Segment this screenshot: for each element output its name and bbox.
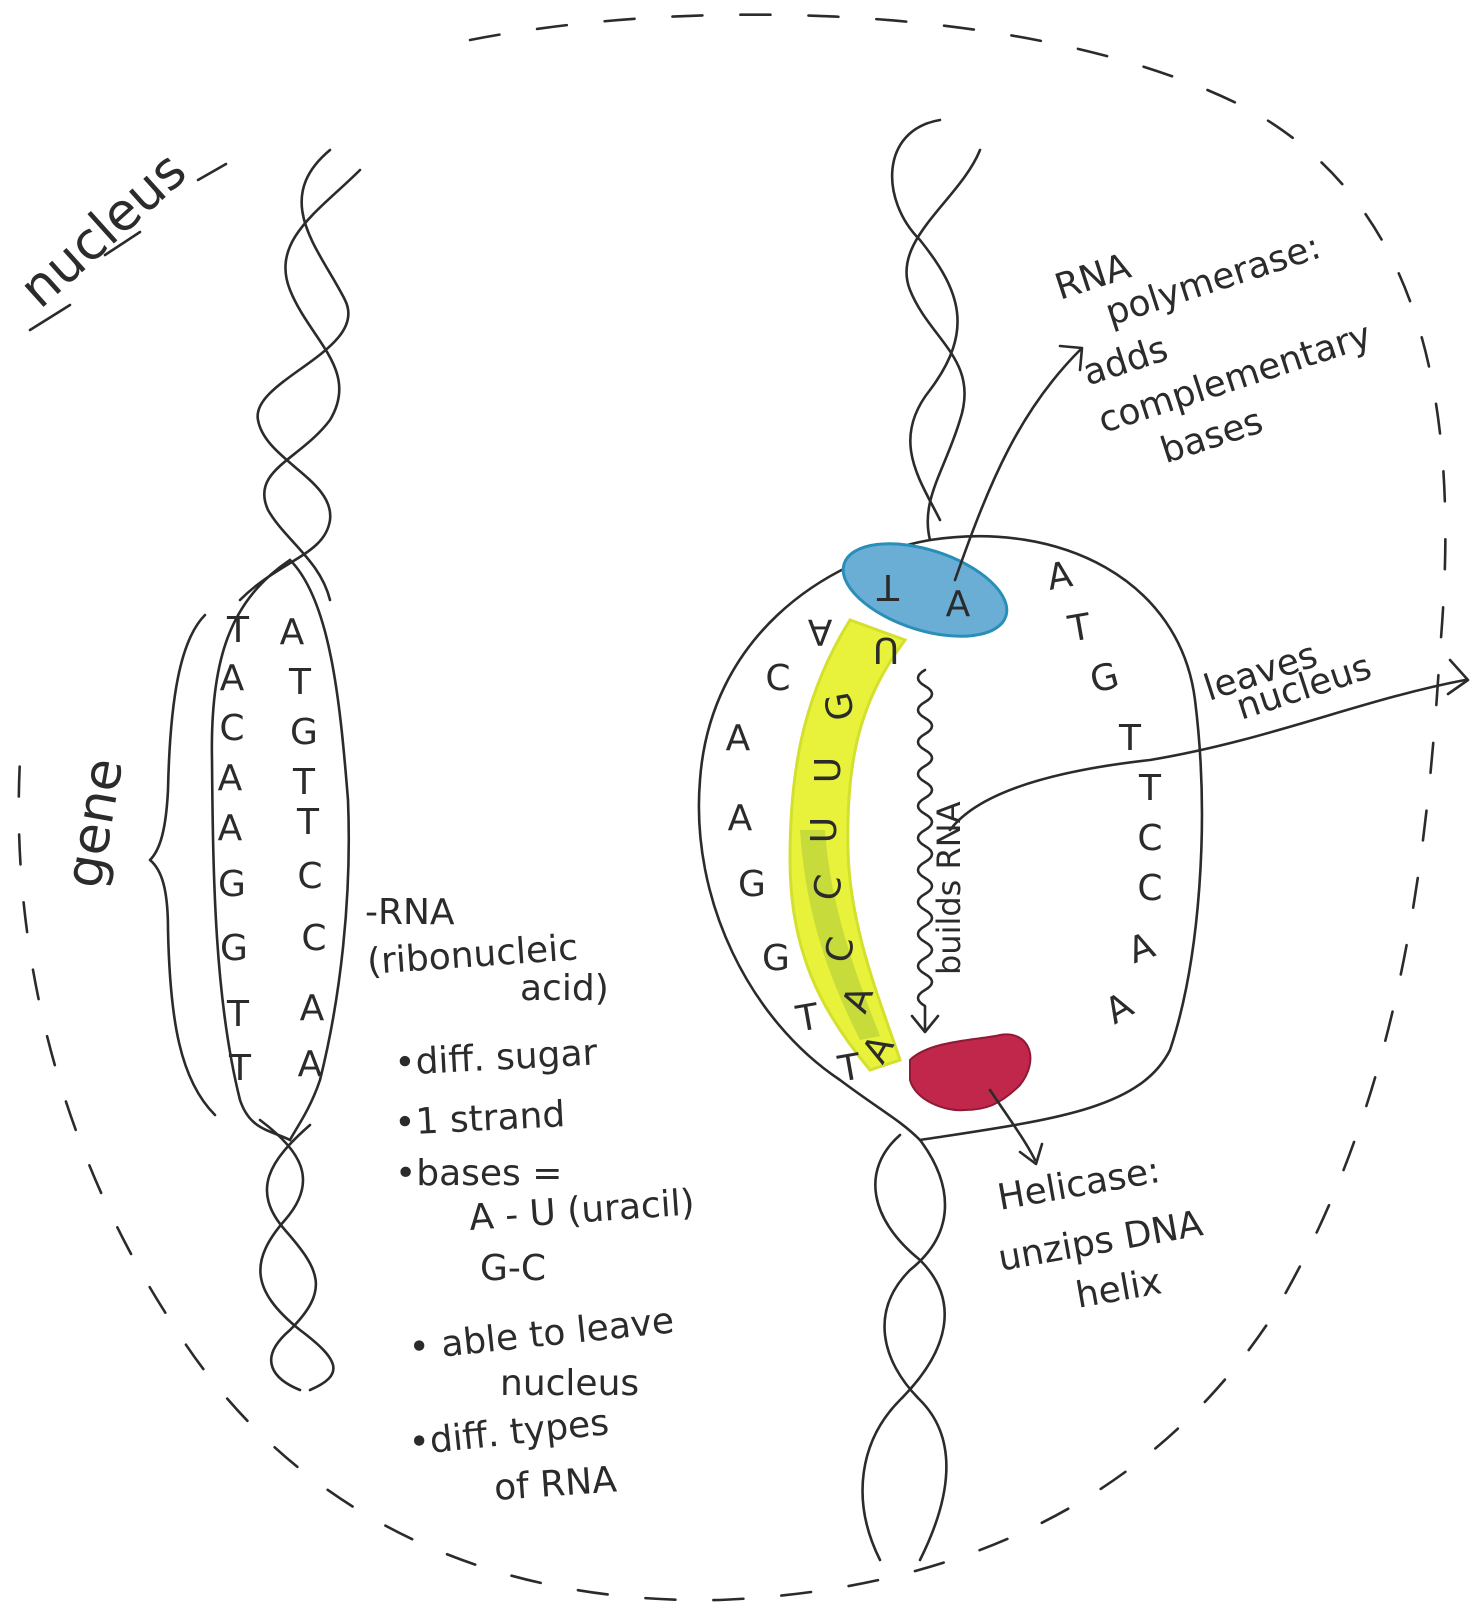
leaves-nucleus-label: leaves nucleus: [1199, 620, 1376, 736]
rna-fact: nucleus: [500, 1363, 639, 1404]
rna-fact: •bases =: [395, 1153, 562, 1194]
left-template-bases: T A C A A G G T T: [218, 610, 252, 1089]
arrow-icon: [1448, 660, 1468, 694]
right-coding-base: C: [1137, 868, 1162, 909]
left-coding-base: A: [280, 612, 305, 653]
helicase-label: Helicase: unzips DNA helix: [985, 1144, 1215, 1329]
svg-text:unzips DNA: unzips DNA: [995, 1203, 1206, 1279]
nucleus-label-tick-1: [198, 164, 226, 180]
svg-text:polymerase:: polymerase:: [1101, 226, 1326, 334]
helicase-enzyme: [910, 1034, 1030, 1110]
left-coding-base: T: [296, 802, 320, 843]
left-coding-base: C: [301, 918, 326, 959]
right-coding-base: T: [1118, 718, 1142, 759]
rna-fact: •diff. sugar: [393, 1032, 598, 1084]
rna-title: -RNA: [365, 892, 455, 933]
rna-fact: G-C: [480, 1248, 546, 1289]
gene-label: gene: [54, 754, 136, 892]
rna-notes: -RNA (ribonucleic acid) •diff. sugar •1 …: [365, 892, 696, 1509]
right-coding-base: T: [1138, 768, 1162, 809]
polymerase-label: RNA polymerase: adds complementary bases: [1050, 182, 1391, 488]
rna-expansion-2: acid): [520, 968, 609, 1009]
polymerase-arrow: [955, 350, 1080, 580]
gene-brace: [150, 615, 215, 1115]
left-template-base: G: [220, 928, 248, 969]
svg-text:Helicase:: Helicase:: [994, 1150, 1163, 1219]
mrna-base: U: [808, 757, 849, 783]
left-template-base: T: [228, 1048, 252, 1089]
left-coding-base: T: [292, 762, 316, 803]
rna-fact: of RNA: [493, 1459, 619, 1508]
right-template-base: C: [765, 658, 790, 699]
rna-fact: •diff. types: [407, 1402, 611, 1464]
right-template-base: A: [728, 798, 753, 839]
helicase-arrow: [990, 1090, 1035, 1160]
right-coding-base: G: [1086, 655, 1124, 702]
builds-rna-label: builds RNA: [930, 801, 968, 975]
svg-text:helix: helix: [1073, 1261, 1165, 1316]
left-template-base: A: [218, 808, 243, 849]
right-coding-base: A: [1044, 554, 1076, 599]
left-template-base: C: [219, 708, 244, 749]
mrna-base: A: [946, 584, 971, 625]
mrna-base: U: [804, 817, 845, 843]
left-coding-base: C: [297, 856, 322, 897]
rna-fact: • able to leave: [407, 1300, 676, 1369]
rna-fact: •1 strand: [393, 1094, 566, 1144]
right-template-base: A: [726, 718, 751, 759]
mrna-base: U: [873, 629, 899, 670]
right-template-base: A: [807, 611, 832, 652]
left-coding-base: A: [298, 1044, 323, 1085]
left-coding-bases: A T G T T C C A A: [280, 612, 327, 1085]
right-template-base: G: [762, 938, 790, 979]
right-coding-bases: A T G T T C C A A: [1044, 554, 1163, 1032]
left-template-base: A: [218, 758, 243, 799]
right-coding-base: C: [1137, 818, 1162, 859]
left-coding-base: A: [300, 988, 325, 1029]
left-coding-base: G: [290, 712, 318, 753]
nucleus-label: nucleus: [9, 141, 199, 320]
left-template-base: T: [226, 610, 250, 651]
right-template-base: G: [738, 864, 766, 905]
right-template-base: T: [876, 566, 900, 607]
left-template-base: A: [220, 658, 245, 699]
left-template-base: G: [218, 864, 246, 905]
left-coding-base: T: [288, 662, 312, 703]
left-template-base: T: [226, 994, 250, 1035]
right-coding-base: A: [1123, 925, 1161, 972]
leaves-nucleus-arrow: [950, 680, 1465, 830]
right-coding-base: T: [1064, 606, 1095, 651]
right-template-base: T: [792, 996, 823, 1041]
right-coding-base: A: [1098, 985, 1140, 1033]
